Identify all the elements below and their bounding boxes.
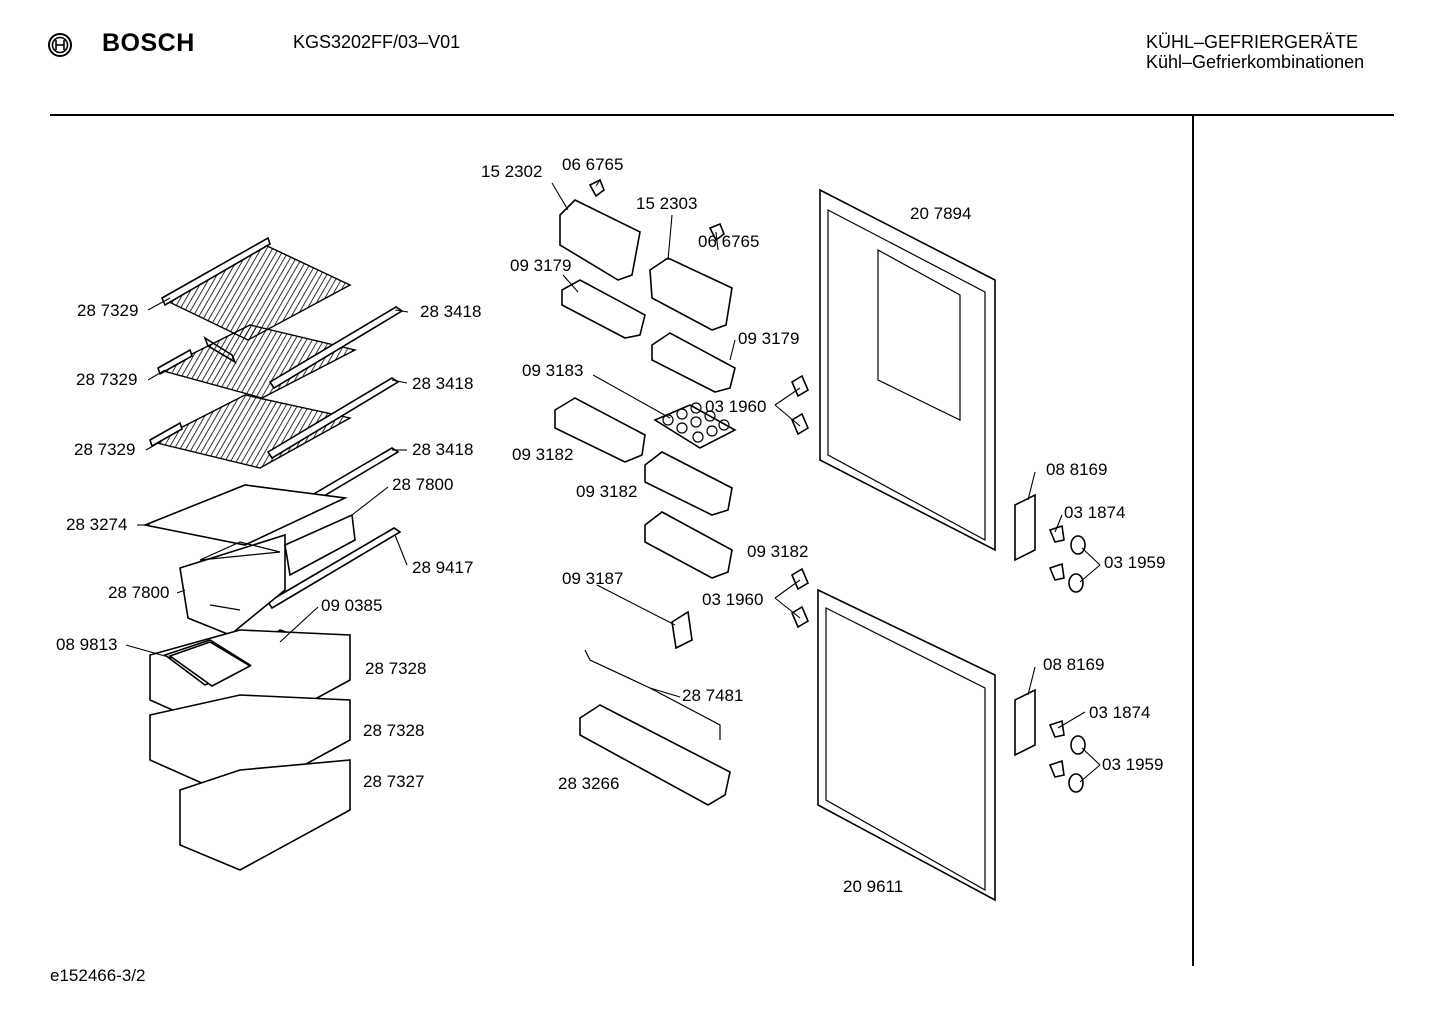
glass-shelf-2 bbox=[157, 324, 357, 399]
part-labels: 28 7329 28 7329 28 7329 28 3418 28 3418 … bbox=[56, 155, 1165, 896]
label-287800-b: 28 7800 bbox=[108, 583, 169, 602]
label-287328-a: 28 7328 bbox=[365, 659, 426, 678]
model-number: KGS3202FF/03–V01 bbox=[293, 32, 461, 52]
label-287329-shelf-1: 28 7329 bbox=[77, 301, 138, 320]
margin-divider bbox=[1192, 116, 1194, 966]
glass-shelf-3 bbox=[149, 394, 352, 469]
label-152303: 15 2303 bbox=[636, 194, 697, 213]
screw-031960-lower bbox=[790, 567, 810, 629]
label-090385: 09 0385 bbox=[321, 596, 382, 615]
screw-031874-lower bbox=[1048, 719, 1065, 738]
freezer-drawer-2 bbox=[149, 694, 351, 801]
label-287481: 28 7481 bbox=[682, 686, 743, 705]
label-093182-c: 09 3182 bbox=[747, 542, 808, 561]
label-283418-b: 28 3418 bbox=[412, 374, 473, 393]
hinge-088169-upper bbox=[1014, 493, 1036, 562]
label-283418-a: 28 3418 bbox=[420, 302, 481, 321]
cap-031959-lower bbox=[1048, 735, 1086, 793]
door-tray-093179-a bbox=[561, 279, 646, 339]
label-093187: 09 3187 bbox=[562, 569, 623, 588]
clip-066765-a bbox=[588, 178, 605, 198]
label-283266: 28 3266 bbox=[558, 774, 619, 793]
document-id: e152466-3/2 bbox=[50, 966, 146, 985]
label-093182-b: 09 3182 bbox=[576, 482, 637, 501]
label-088169-lower: 08 8169 bbox=[1043, 655, 1104, 674]
screw-031874-upper bbox=[1048, 524, 1065, 543]
door-bin-152303 bbox=[649, 257, 733, 331]
category-title: KÜHL–GEFRIERGERÄTE bbox=[1146, 32, 1359, 52]
label-066765-b: 06 6765 bbox=[698, 232, 759, 251]
freezer-drawer-3 bbox=[179, 759, 351, 871]
label-287327: 28 7327 bbox=[363, 772, 424, 791]
label-031874-upper: 03 1874 bbox=[1064, 503, 1125, 522]
egg-tray bbox=[653, 402, 737, 449]
leader-lines bbox=[125, 179, 1101, 783]
glass-plate bbox=[142, 484, 348, 546]
header-divider bbox=[50, 114, 1394, 116]
label-283274: 28 3274 bbox=[66, 515, 127, 534]
label-089813: 08 9813 bbox=[56, 635, 117, 654]
door-tray-093182-c bbox=[644, 511, 733, 579]
label-287800-a: 28 7800 bbox=[392, 475, 453, 494]
label-209611: 20 9611 bbox=[843, 877, 903, 896]
ice-cube-tray bbox=[168, 641, 252, 687]
category-subtitle: Kühl–Gefrierkombinationen bbox=[1146, 52, 1365, 72]
label-093182-a: 09 3182 bbox=[512, 445, 573, 464]
label-287328-b: 28 7328 bbox=[363, 721, 424, 740]
brand-name: BOSCH bbox=[102, 29, 195, 57]
label-031960-lower: 03 1960 bbox=[702, 590, 763, 609]
label-093179-a: 09 3179 bbox=[510, 256, 571, 275]
label-152302: 15 2302 bbox=[481, 162, 542, 181]
label-207894: 20 7894 bbox=[910, 204, 971, 223]
label-031959-lower: 03 1959 bbox=[1102, 755, 1163, 774]
shelf-trim-strips bbox=[264, 306, 404, 610]
label-287329-shelf-3: 28 7329 bbox=[74, 440, 135, 459]
label-066765-a: 06 6765 bbox=[562, 155, 623, 174]
label-093179-b: 09 3179 bbox=[738, 329, 799, 348]
door-tray-093182-a bbox=[554, 397, 646, 463]
door-tray-093179-b bbox=[651, 332, 736, 393]
door-bin-152302 bbox=[559, 199, 641, 281]
label-283418-c: 28 3418 bbox=[412, 440, 473, 459]
label-088169-upper: 08 8169 bbox=[1046, 460, 1107, 479]
bosch-logo-icon bbox=[48, 33, 72, 57]
label-031959-upper: 03 1959 bbox=[1104, 553, 1165, 572]
label-287329-shelf-2: 28 7329 bbox=[76, 370, 137, 389]
fridge-door-207894 bbox=[819, 188, 996, 552]
label-031960-upper: 03 1960 bbox=[705, 397, 766, 416]
clip-066765-b bbox=[708, 222, 725, 242]
label-289417: 28 9417 bbox=[412, 558, 473, 577]
door-tray-093182-b bbox=[644, 451, 733, 516]
cap-031959-upper bbox=[1048, 535, 1086, 593]
clip-093187 bbox=[671, 610, 693, 650]
label-031874-lower: 03 1874 bbox=[1089, 703, 1150, 722]
freezer-door-209611 bbox=[817, 588, 996, 902]
bottle-shelf-283266 bbox=[579, 704, 731, 806]
crisper-drawer bbox=[179, 513, 356, 636]
hinge-088169-lower bbox=[1014, 688, 1036, 757]
label-093183: 09 3183 bbox=[522, 361, 583, 380]
screw-031960-upper bbox=[790, 374, 810, 436]
